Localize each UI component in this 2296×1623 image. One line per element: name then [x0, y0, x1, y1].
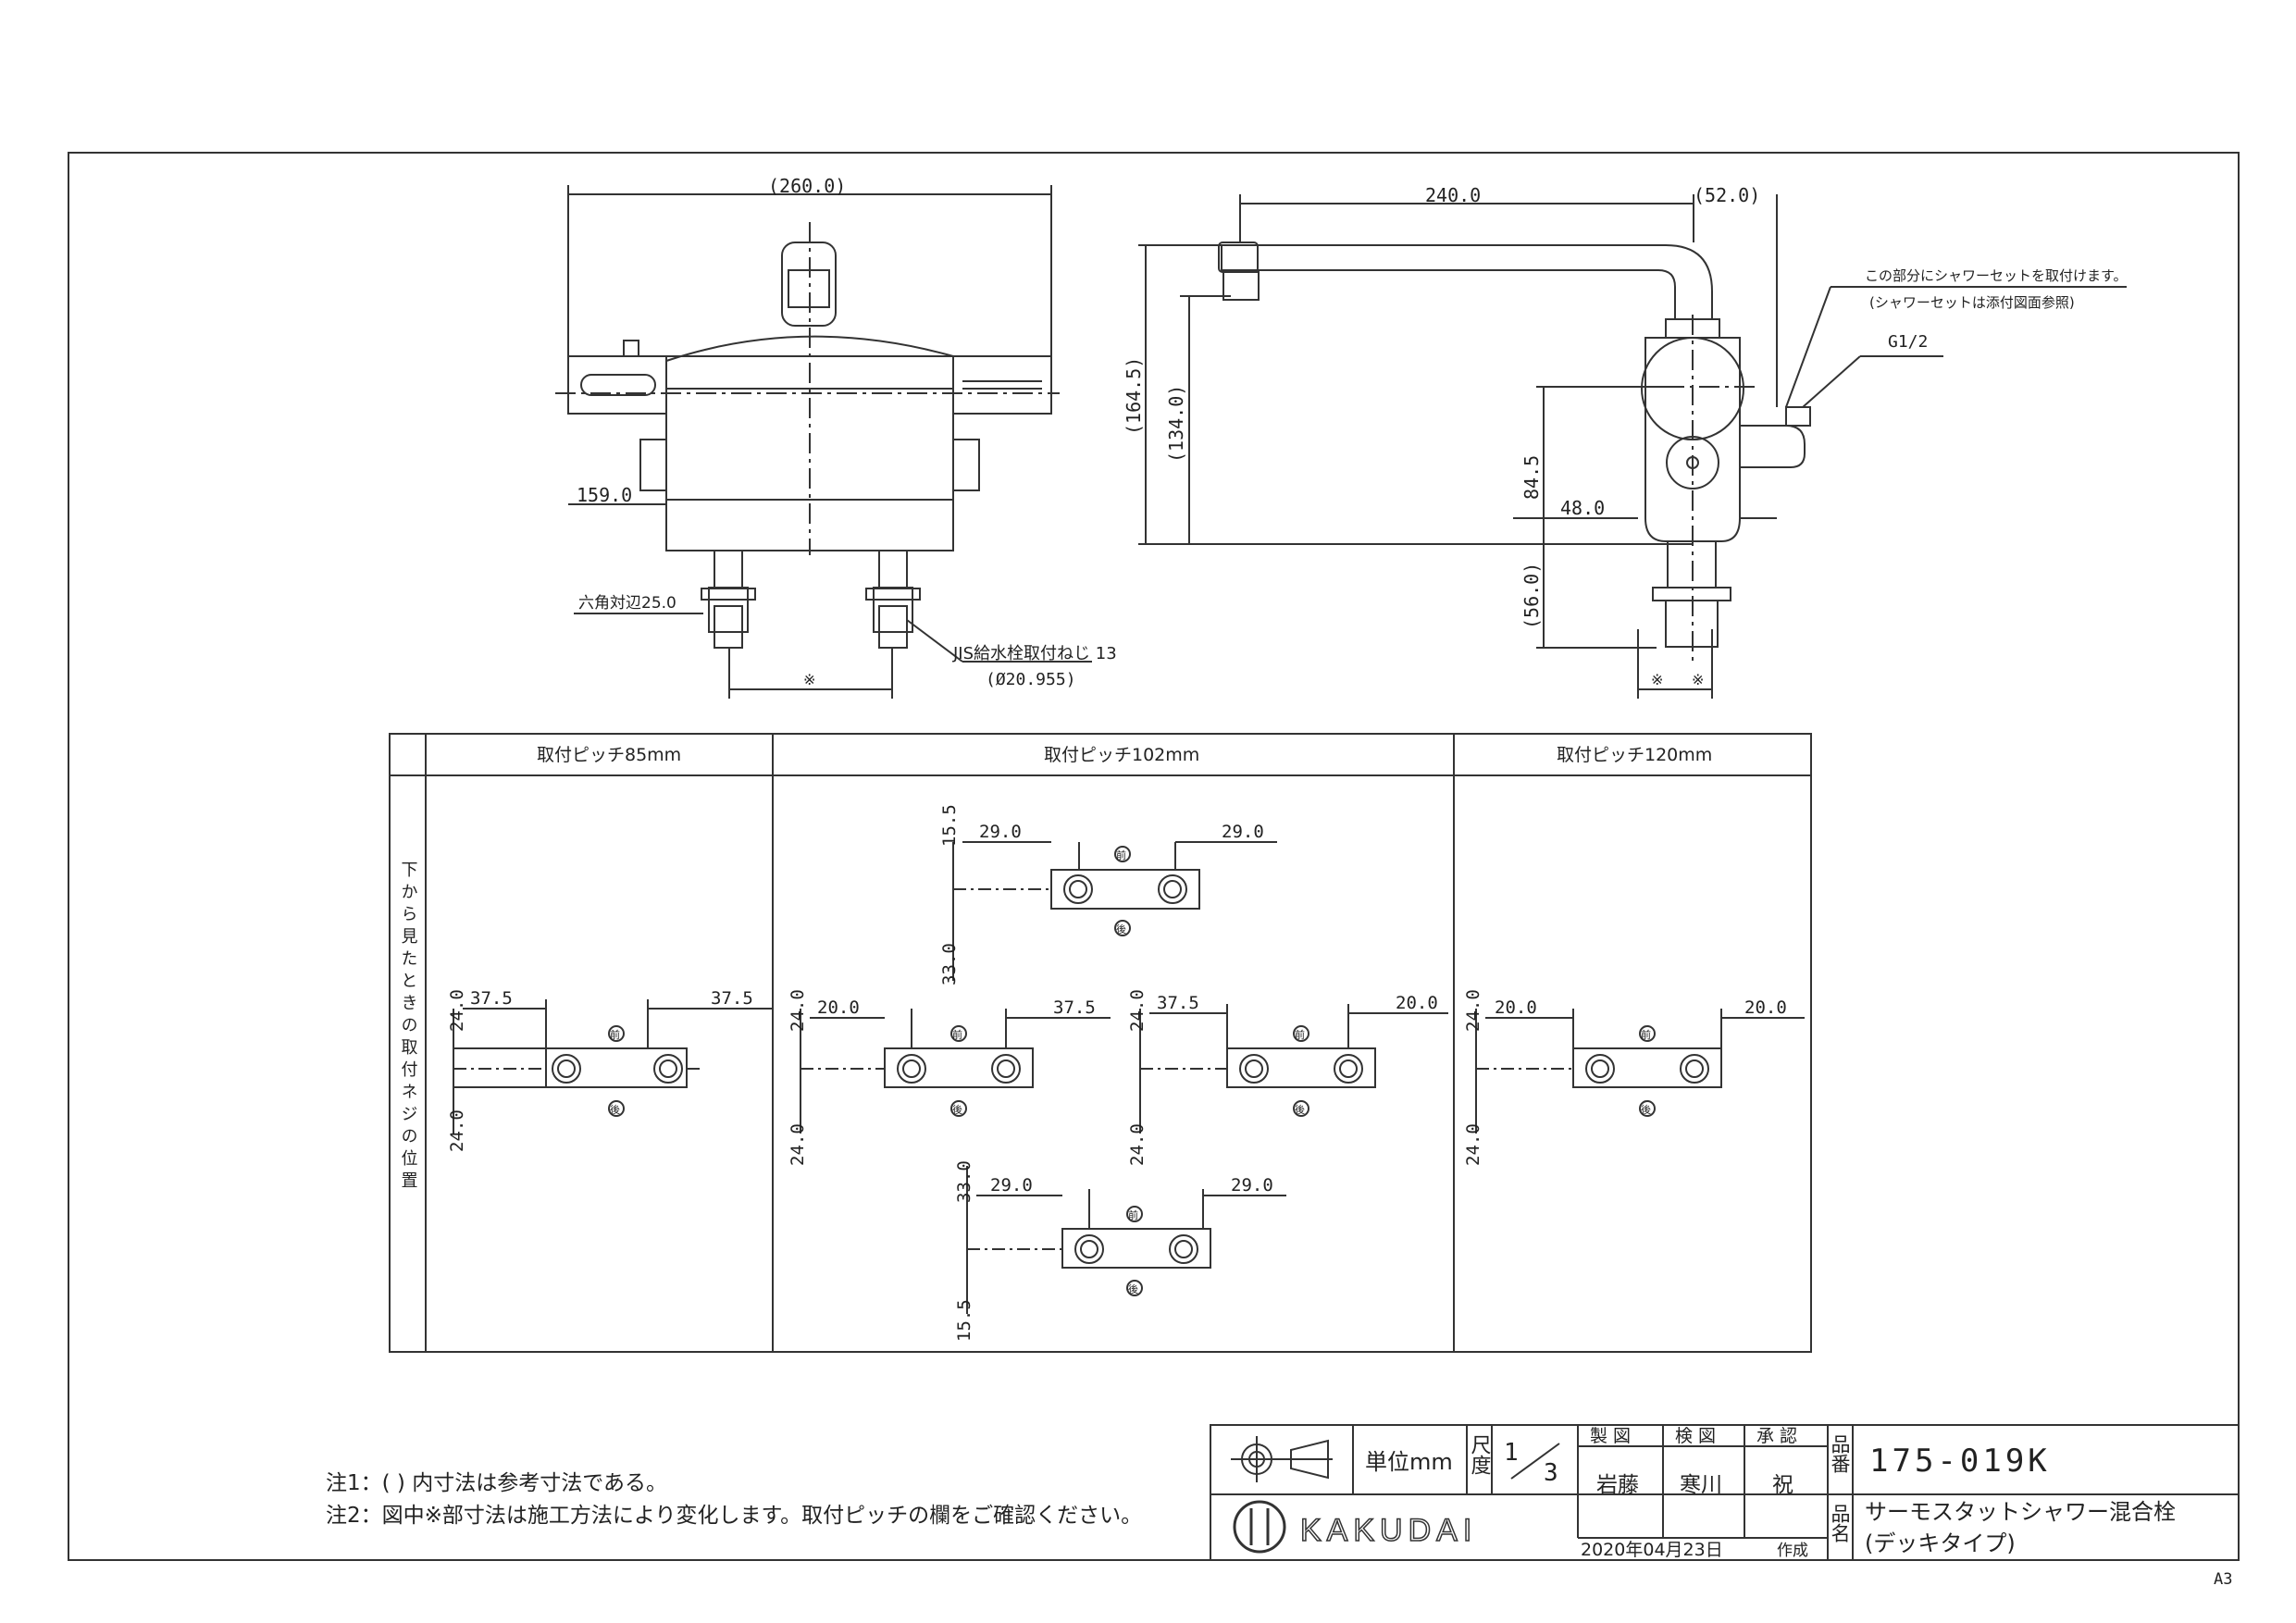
- p102t-left: 29.0: [979, 822, 1022, 842]
- p102l-back: 後: [952, 1103, 962, 1116]
- kakudai-logo-icon: [1233, 1500, 1286, 1554]
- plate-102-right: [1139, 1004, 1448, 1134]
- title-block: [1210, 1424, 2240, 1561]
- side-side-dim: (52.0): [1694, 184, 1760, 206]
- made-label: 製 図: [1590, 1426, 1631, 1446]
- scale-num: 1: [1504, 1439, 1519, 1467]
- p102l-left: 20.0: [817, 997, 860, 1018]
- side-pitch-mark-left: ※: [1651, 671, 1663, 688]
- side-depth-dim: 48.0: [1560, 497, 1605, 519]
- p120-back: 後: [1641, 1103, 1651, 1116]
- p102r-left: 37.5: [1157, 993, 1199, 1013]
- pitch-table-grid: [389, 733, 1812, 1353]
- made-by: 岩藤: [1596, 1473, 1639, 1497]
- pitch-header-85: 取付ピッチ85mm: [537, 745, 681, 765]
- plate-102-top: [952, 841, 1277, 981]
- note-1: 注1：( ) 内寸法は参考寸法である。: [326, 1471, 667, 1495]
- front-thread-label: JIS給水栓取付ねじ 13: [952, 644, 1117, 663]
- p120-right: 20.0: [1744, 997, 1787, 1018]
- drawing-date: 2020年04月23日: [1581, 1540, 1723, 1560]
- name-label: 品名: [1829, 1504, 1851, 1542]
- p102t-vdown: 33.0: [939, 943, 960, 985]
- pitch-row-label: 下から見たときの取付ネジの位置: [399, 861, 418, 1194]
- p85-vdown: 24.0: [447, 1109, 467, 1152]
- p102b-vup: 33.0: [954, 1160, 974, 1203]
- front-pitch-mark: ※: [803, 671, 815, 688]
- approved-by: 祝: [1772, 1473, 1793, 1497]
- plate-102-left: [800, 1009, 1111, 1134]
- logo-wordmark: KAKUDAI: [1300, 1513, 1477, 1548]
- side-lower-dim: (56.0): [1520, 563, 1543, 629]
- sheet-frame: [68, 152, 2240, 1561]
- p102b-right: 29.0: [1231, 1175, 1273, 1196]
- p85-vup: 24.0: [447, 989, 467, 1032]
- p102l-vdown: 24.0: [788, 1123, 808, 1166]
- note-2: 注2：図中※部寸法は施工方法により変化します。取付ピッチの欄をご確認ください。: [326, 1504, 1142, 1528]
- p102r-right: 20.0: [1396, 993, 1438, 1013]
- p102r-vup: 24.0: [1127, 989, 1148, 1032]
- plate-102-bottom: [966, 1166, 1286, 1314]
- p85-left: 37.5: [470, 988, 513, 1009]
- scale-label: 尺度: [1468, 1434, 1492, 1475]
- p102b-vdown: 15.5: [954, 1299, 974, 1342]
- p85-back: 後: [610, 1103, 620, 1116]
- sheet-size: A3: [2214, 1570, 2232, 1589]
- unit-label: 単位mm: [1365, 1449, 1453, 1475]
- approve-label: 承 認: [1756, 1426, 1797, 1446]
- front-hex-label: 六角対辺25.0: [578, 594, 676, 613]
- p85-front: 前: [610, 1028, 620, 1041]
- p102t-front: 前: [1116, 849, 1126, 861]
- side-height-total: (164.5): [1123, 357, 1145, 435]
- product-name: サーモスタットシャワー混合栓: [1865, 1499, 2176, 1525]
- side-height-mid: 84.5: [1520, 455, 1543, 500]
- p102t-right: 29.0: [1222, 822, 1264, 842]
- side-pitch-mark-right: ※: [1692, 671, 1704, 688]
- p102r-back: 後: [1295, 1103, 1305, 1116]
- part-no-label: 品番: [1829, 1434, 1851, 1473]
- scale-den: 3: [1544, 1459, 1558, 1487]
- side-shower-note-sub: (シャワーセットは添付図面参照): [1869, 294, 2075, 311]
- p102b-back: 後: [1128, 1282, 1138, 1295]
- p102l-right: 37.5: [1053, 997, 1096, 1018]
- side-view: [1138, 194, 2127, 699]
- p102b-left: 29.0: [990, 1175, 1033, 1196]
- p85-right: 37.5: [711, 988, 753, 1009]
- p102r-front: 前: [1295, 1028, 1305, 1041]
- p120-left: 20.0: [1495, 997, 1537, 1018]
- product-type: (デッキタイプ): [1865, 1530, 2016, 1556]
- p120-vdown: 24.0: [1463, 1123, 1483, 1166]
- p102b-front: 前: [1128, 1208, 1138, 1221]
- drawing-date-suffix: 作成: [1777, 1542, 1808, 1560]
- p102t-back: 後: [1116, 923, 1126, 935]
- p120-front: 前: [1641, 1028, 1651, 1041]
- part-no: 175-019K: [1869, 1443, 2051, 1480]
- pitch-header-120: 取付ピッチ120mm: [1557, 745, 1712, 765]
- pitch-header-102: 取付ピッチ102mm: [1044, 745, 1199, 765]
- p102l-front: 前: [952, 1028, 962, 1041]
- checked-by: 寒川: [1680, 1473, 1722, 1497]
- side-shower-note: この部分にシャワーセットを取付けます。: [1865, 267, 2128, 284]
- check-label: 検 図: [1675, 1426, 1716, 1446]
- front-offset-dim: 159.0: [577, 484, 632, 506]
- p102r-vdown: 24.0: [1127, 1123, 1148, 1166]
- side-thread-g: G1/2: [1888, 332, 1928, 352]
- front-view: [555, 185, 1092, 699]
- plate-120: [1475, 1009, 1805, 1134]
- side-height-spout: (134.0): [1165, 385, 1187, 463]
- plate-85: [453, 999, 773, 1134]
- front-thread-size: (Ø20.955): [986, 670, 1076, 689]
- p120-vup: 24.0: [1463, 989, 1483, 1032]
- side-spout-dim: 240.0: [1425, 184, 1481, 206]
- front-width-dim: (260.0): [768, 175, 846, 197]
- p102l-vup: 24.0: [788, 989, 808, 1032]
- p102t-vup: 15.5: [939, 804, 960, 847]
